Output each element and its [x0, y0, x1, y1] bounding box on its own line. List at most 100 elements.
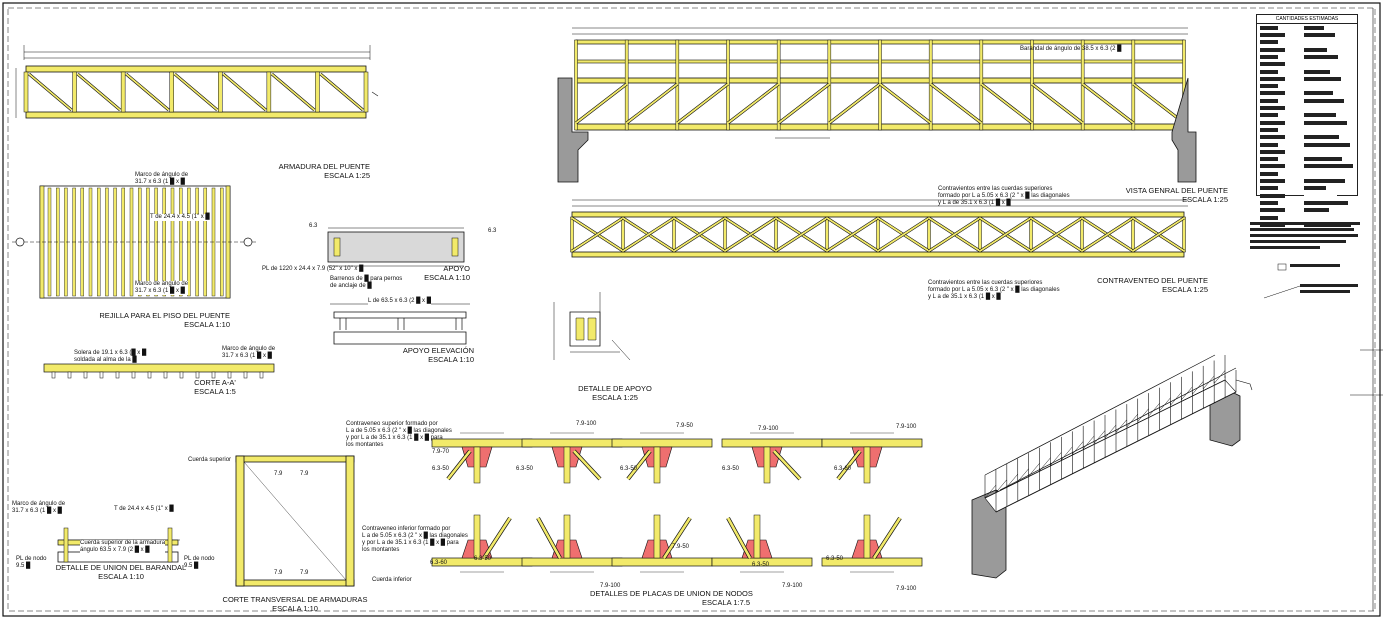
rejilla-grating [12, 185, 258, 299]
cantidades-row [1260, 186, 1354, 192]
vista-barandal-note: Barandal de ángulo de 38.5 x 6.3 (2 █ [1020, 46, 1122, 52]
cantidades-title: CANTIDADES ESTIMADAS [1257, 15, 1357, 24]
detalle-apoyo [553, 292, 631, 361]
ct-dim2: 7.9 [300, 471, 309, 477]
cantidades-row [1260, 127, 1354, 134]
cantidades-row [1260, 33, 1354, 39]
cantidades-row [1260, 69, 1354, 76]
placa-dim-label: 7.9-100 [782, 583, 803, 589]
cantidades-row [1260, 54, 1354, 61]
cantidades-row [1260, 208, 1354, 214]
cantidades-row [1260, 25, 1354, 32]
corte-transversal [235, 455, 355, 587]
ct-dim1: 7.9 [274, 471, 283, 477]
cantidades-row [1260, 149, 1354, 156]
apoyo-elev-note: L de 63.5 x 6.3 (2 █ x █ [368, 298, 431, 305]
placa-dim-label: 6.3-50 [752, 562, 770, 568]
ct-dim3: 7.9 [274, 570, 283, 576]
contra-note-top: Contravientos entre las cuerdas superior… [938, 186, 1070, 206]
inner-border [7, 7, 1376, 612]
cantidades-row [1260, 222, 1354, 229]
cantidades-row [1260, 193, 1354, 200]
corte-aa [43, 363, 275, 379]
rejilla-t-note: T de 24.4 x 4.5 (1" x █ [150, 214, 210, 221]
placa-dim-label: 6.3-50 [620, 466, 638, 472]
cantidades-row [1260, 40, 1354, 46]
cantidades-row [1260, 47, 1354, 54]
placa-dim-label: 6.3-50 [826, 556, 844, 562]
placas-details [431, 432, 923, 573]
cuerda-sup-label: Cuerda superior [188, 457, 232, 463]
placa-dim-label: 7.9-70 [432, 449, 450, 455]
contraventeo-bracing [570, 199, 1188, 258]
cantidades-row [1260, 164, 1354, 170]
placa-dim-label: 7.9-100 [758, 426, 779, 432]
apoyo-plan [327, 227, 465, 267]
cantidades-row [1260, 113, 1354, 119]
cantidades-row [1260, 142, 1354, 149]
isometric-bridge [971, 354, 1253, 579]
apoyo-dim2: 6.3 [488, 228, 497, 234]
placa-dim-label: 7.9-100 [896, 586, 917, 592]
placa-dim-label: 6.3-60 [834, 466, 852, 472]
placa-dim-label: 6.3-50 [432, 466, 450, 472]
apoyo-elevacion [330, 303, 470, 345]
cantidades-row [1260, 200, 1354, 207]
cuerda-inf-label: Cuerda inferior [372, 577, 412, 583]
apoyo-dim1: 6.3 [309, 223, 318, 229]
cantidades-row [1260, 84, 1354, 90]
placa-dim-label: 7.9-100 [600, 583, 621, 589]
cantidades-row [1260, 76, 1354, 83]
placa-dim-label: 7.9-100 [896, 424, 917, 430]
corte-solera-note: Solera de 19.1 x 6.3 (█ x █soldada al al… [74, 350, 147, 363]
placa-dim-label: 6.3-50 [516, 466, 534, 472]
armadura-truss [15, 45, 379, 119]
ct-dim4: 7.9 [300, 570, 309, 576]
pier-right [1171, 77, 1197, 183]
cantidades-row [1260, 157, 1354, 163]
placa-dim-label: 6.3-50 [722, 466, 740, 472]
cantidades-row [1260, 91, 1354, 97]
cantidades-row [1260, 135, 1354, 141]
cantidades-row [1260, 120, 1354, 127]
barandal-t-note: T de 24.4 x 4.5 (1" x █ [114, 506, 174, 512]
cantidades-table: CANTIDADES ESTIMADAS [1256, 14, 1358, 227]
cantidades-row [1260, 171, 1354, 178]
placa-dim-label: 7.9-100 [576, 421, 597, 427]
pier-left [557, 77, 589, 183]
cantidades-row [1260, 215, 1354, 222]
placa-dim-label: 7.9-50 [676, 423, 694, 429]
placa-dim-label: 6.3-50 [474, 556, 492, 562]
placa-dim-label: 6.3-60 [430, 560, 448, 566]
cantidades-row [1260, 62, 1354, 68]
apoyo-pl-note: PL de 1220 x 24.4 x 7.9 (52" x 10" x █ [262, 266, 364, 272]
corte-aa-title: CORTE A-A'ESCALA 1:5 [194, 378, 236, 396]
cantidades-row [1260, 179, 1354, 185]
cantidades-row [1260, 98, 1354, 105]
placa-dim-label: 7.9-50 [672, 544, 690, 550]
contra-note-bot: Contravientos entre las cuerdas superior… [928, 280, 1060, 300]
vista-general-truss [557, 27, 1197, 183]
cantidades-row [1260, 106, 1354, 112]
